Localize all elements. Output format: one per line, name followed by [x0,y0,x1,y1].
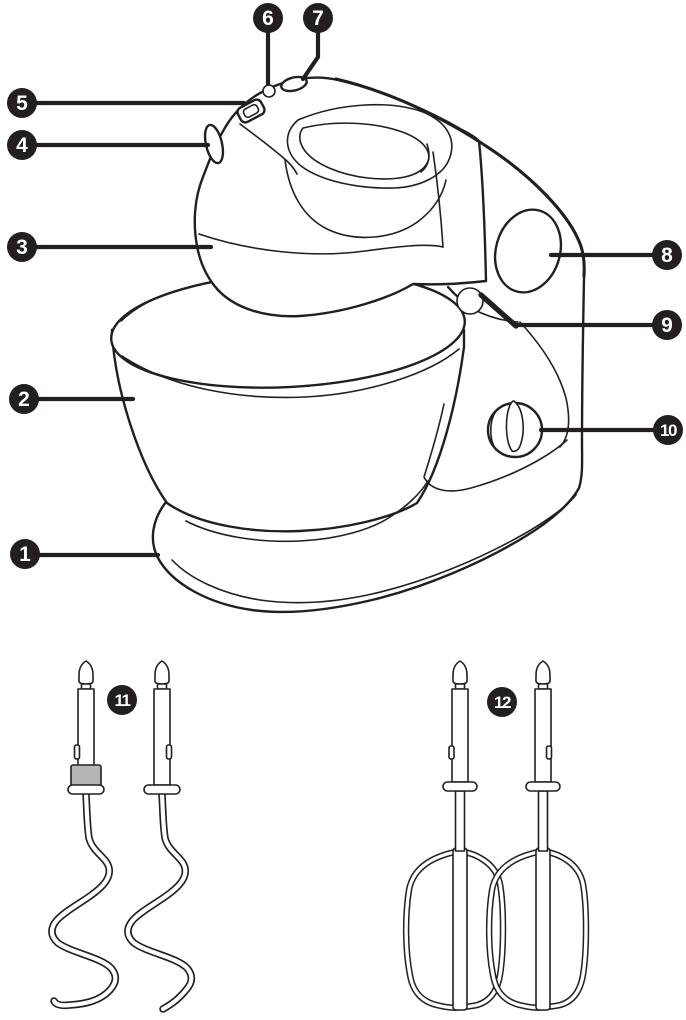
speed-selector [236,98,266,124]
callout-8: 8 [652,240,682,270]
handle-outer [286,103,453,189]
callout-7: 7 [303,3,333,33]
handle-opening [299,122,430,180]
beater-left [406,660,503,1010]
callout-5: 5 [7,88,37,118]
cord-pin [262,84,276,98]
hook-collar [70,764,102,787]
callout-4: 4 [7,130,37,160]
beater-right [489,660,586,1010]
beaters [406,660,586,1010]
callout-9: 9 [652,310,682,340]
mixer-head [193,75,586,318]
callout-1: 1 [10,539,40,569]
dough-hook-left [52,660,116,1005]
callout-10: 10 [653,415,683,445]
dough-hooks [52,660,192,1009]
base-detail [171,480,577,604]
callout-2: 2 [9,384,39,414]
dough-hook-right [128,660,192,1009]
leader-9-tip [478,292,519,329]
callout-11: 11 [107,685,137,715]
callout-6: 6 [253,3,283,33]
top-button [280,75,308,93]
stand-detail [423,208,570,492]
callout-3: 3 [7,232,37,262]
hinge [456,287,484,315]
stand-release-button [493,208,563,294]
callout-12: 12 [487,687,517,717]
bowl-drive-knob [486,400,544,459]
